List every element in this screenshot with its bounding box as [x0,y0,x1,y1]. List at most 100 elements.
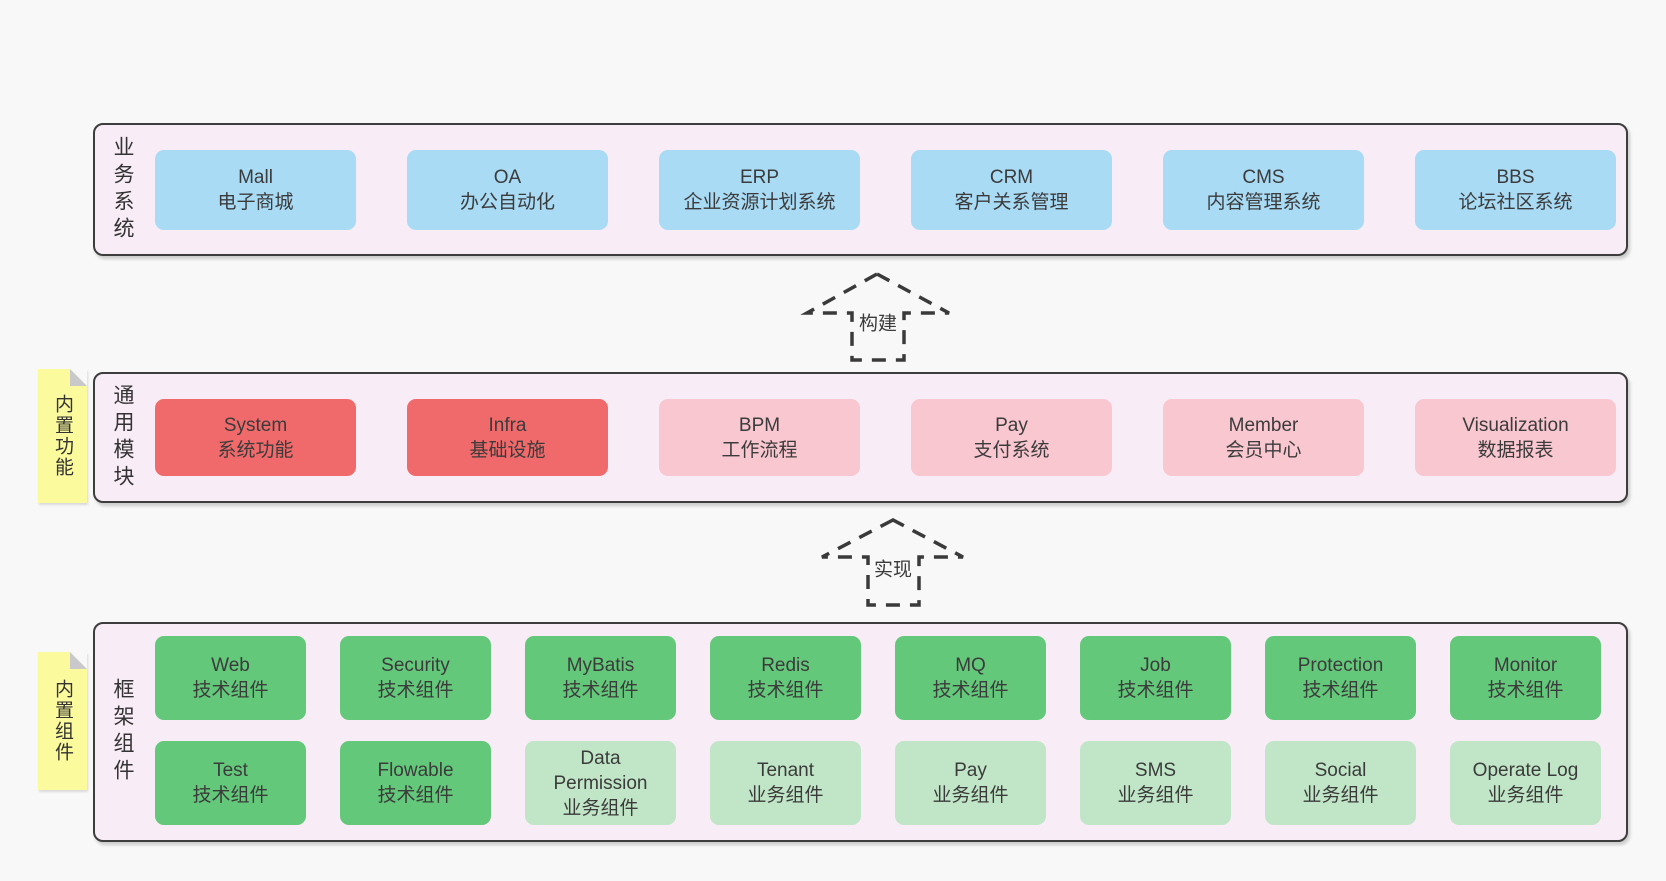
box-name: Mall [238,167,273,188]
module-box-operate-log: Operate Log 业务组件 [1450,741,1601,825]
box-name: ERP [739,167,780,188]
module-box-mall: Mall 电子商城 [155,150,356,230]
box-desc: 业务组件 [562,797,639,819]
module-box-pay: Pay 支付系统 [911,399,1112,476]
box-desc: 论坛社区系统 [1458,192,1573,213]
box-desc: 会员中心 [1225,439,1302,461]
sticky-note-built-in-features: 内置功能 [38,369,87,503]
module-box-web: Web 技术组件 [155,636,306,720]
box-desc: 基础设施 [469,439,546,461]
box-desc: 电子商城 [217,192,294,213]
module-box-oa: OA 办公自动化 [407,150,608,230]
sticky-note-label: 内置功能 [52,394,73,478]
box-name: MQ [955,655,986,676]
module-box-tenant: Tenant 业务组件 [710,741,861,825]
box-desc: 办公自动化 [459,192,555,213]
box-name: Flowable [377,760,454,781]
module-box-redis: Redis 技术组件 [710,636,861,720]
sticky-note-built-in-components: 内置组件 [38,652,87,790]
module-box-data-permission: Data Permission 业务组件 [525,741,676,825]
box-desc: 技术组件 [377,680,454,701]
build-arrow-label: 构建 [854,307,902,337]
box-desc: 技术组件 [192,680,269,701]
box-name: Infra [488,414,527,436]
common-modules-row: System 系统功能 Infra 基础设施 BPM 工作流程 Pay 支付系统 Member 会… [155,399,1626,476]
box-name: Tenant [756,760,815,781]
panel-vertical-label: 通用模块 [111,383,134,492]
module-box-flowable: Flowable 技术组件 [340,741,491,825]
panel-vertical-label: 框架组件 [111,678,134,786]
module-box-security: Security 技术组件 [340,636,491,720]
box-name: Pay [995,414,1028,436]
box-name: CMS [1242,167,1285,188]
module-box-crm: CRM 客户关系管理 [911,150,1112,230]
box-desc: 内容管理系统 [1206,192,1321,213]
box-desc: 数据报表 [1477,439,1554,461]
module-box-job: Job 技术组件 [1080,636,1231,720]
module-box-bbs: BBS 论坛社区系统 [1415,150,1616,230]
box-desc: 业务组件 [1302,785,1379,806]
box-desc: 技术组件 [192,785,269,806]
box-name: Operate Log [1472,760,1579,781]
module-box-bpm: BPM 工作流程 [659,399,860,476]
box-name: BBS [1496,167,1535,188]
box-name: System [223,414,288,436]
box-desc: 企业资源计划系统 [683,192,836,213]
box-name: Visualization [1462,414,1569,436]
panel-vertical-label: 业务系统 [111,135,134,244]
box-desc: 支付系统 [973,439,1050,461]
box-name: Web [211,655,250,676]
module-box-pay: Pay 业务组件 [895,741,1046,825]
box-desc: 系统功能 [217,439,294,461]
box-name: Protection [1297,655,1384,676]
box-desc: 技术组件 [1487,680,1564,701]
box-name: Test [213,760,248,781]
module-box-mybatis: MyBatis 技术组件 [525,636,676,720]
module-box-cms: CMS 内容管理系统 [1163,150,1364,230]
box-name: Monitor [1493,655,1558,676]
box-desc: 技术组件 [562,680,639,701]
box-name: Data Permission [553,747,648,794]
module-box-test: Test 技术组件 [155,741,306,825]
box-desc: 业务组件 [1117,785,1194,806]
box-desc: 技术组件 [747,680,824,701]
box-desc: 业务组件 [1487,785,1564,806]
business-systems-row: Mall 电子商城 OA 办公自动化 ERP 企业资源计划系统 CRM 客户关系管理 CMS 内容… [155,150,1626,230]
box-desc: 技术组件 [932,680,1009,701]
module-box-monitor: Monitor 技术组件 [1450,636,1601,720]
module-box-system: System 系统功能 [155,399,356,476]
box-name: SMS [1134,760,1177,781]
module-box-social: Social 业务组件 [1265,741,1416,825]
box-name: MyBatis [566,655,635,676]
box-desc: 技术组件 [377,785,454,806]
panel-business-systems: 业务系统 Mall 电子商城 OA 办公自动化 ERP 企业资源计划系统 CRM 客户关系管理… [93,123,1628,256]
module-box-infra: Infra 基础设施 [407,399,608,476]
box-desc: 技术组件 [1117,680,1194,701]
box-desc: 客户关系管理 [954,192,1069,213]
box-name: Pay [954,760,987,781]
box-desc: 业务组件 [747,785,824,806]
box-name: Security [381,655,450,676]
box-name: CRM [989,167,1034,188]
box-desc: 技术组件 [1302,680,1379,701]
panel-common-modules: 通用模块 System 系统功能 Infra 基础设施 BPM 工作流程 Pay 支付系统 Me… [93,372,1628,503]
sticky-note-label: 内置组件 [52,679,73,763]
module-box-visualization: Visualization 数据报表 [1415,399,1616,476]
box-name: Member [1228,414,1299,436]
module-box-mq: MQ 技术组件 [895,636,1046,720]
box-name: OA [493,167,522,188]
box-name: BPM [738,414,781,436]
module-box-protection: Protection 技术组件 [1265,636,1416,720]
module-box-member: Member 会员中心 [1163,399,1364,476]
box-name: Job [1140,655,1171,676]
box-name: Redis [761,655,810,676]
box-name: Social [1314,760,1367,781]
module-box-erp: ERP 企业资源计划系统 [659,150,860,230]
box-desc: 业务组件 [932,785,1009,806]
box-desc: 工作流程 [721,439,798,461]
implement-arrow-label: 实现 [869,553,917,583]
